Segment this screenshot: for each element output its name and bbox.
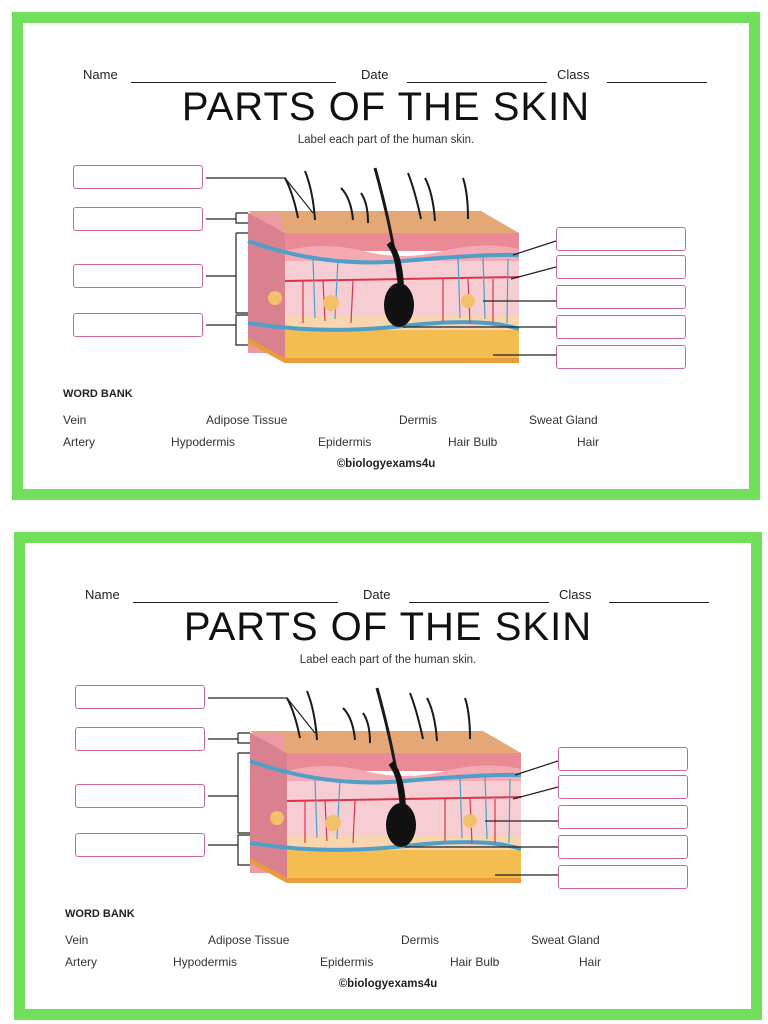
word-bank-item: Adipose Tissue [206,413,288,427]
label-box-left-3[interactable] [73,264,203,288]
label-box-left-4[interactable] [73,313,203,337]
word-bank-item: Hypodermis [173,955,238,969]
class-label: Class [559,587,592,602]
word-bank-item: Artery [63,435,96,449]
surface-hairs [286,690,471,744]
sweat-gland-right [461,294,475,308]
copyright: ©biologyexams4u [338,978,438,990]
worksheet-title: PARTS OF THE SKIN [181,85,591,129]
fat-layer [287,850,521,878]
label-leader-lines [206,177,557,356]
date-line[interactable] [409,602,549,603]
skin-diagram [206,167,557,363]
label-box-left-3[interactable] [75,784,205,808]
label-box-left-2[interactable] [73,207,203,231]
worksheet-card-bottom: Name Date Class PARTS OF THE SKIN Label … [14,532,762,1020]
worksheet-card-top: Name Date Class PARTS OF THE SKIN Label … [12,12,760,500]
vein-band-top [249,759,522,785]
worksheet-title: PARTS OF THE SKIN [183,605,593,649]
class-label: Class [557,67,590,82]
skin-diagram [208,687,559,883]
epidermis-layer [287,753,521,771]
name-line[interactable] [131,82,336,83]
skin-surface [248,211,519,233]
copyright: ©biologyexams4u [336,458,436,470]
word-bank-item: Hair Bulb [448,435,498,449]
name-label: Name [83,67,118,82]
word-bank-item: Sweat Gland [531,933,600,947]
label-box-left-1[interactable] [73,165,203,189]
label-box-right-1[interactable] [558,747,688,771]
label-box-right-4[interactable] [556,315,686,339]
sweat-gland-middle [325,815,341,831]
name-line[interactable] [133,602,338,603]
word-bank-item: Hypodermis [171,435,236,449]
word-bank-item: Vein [63,413,87,427]
label-box-right-3[interactable] [556,285,686,309]
date-line[interactable] [407,82,547,83]
word-bank-item: Artery [65,955,98,969]
word-bank-item: Hair Bulb [450,955,500,969]
class-line[interactable] [609,602,709,603]
word-bank-item: Hair [579,955,602,969]
skin-surface [250,731,521,753]
label-box-right-3[interactable] [558,805,688,829]
label-box-right-2[interactable] [558,775,688,799]
sweat-gland-left [268,291,282,305]
worksheet-instruction: Label each part of the human skin. [299,654,477,666]
word-bank-item: Vein [65,933,89,947]
header-fields: Name Date Class [73,587,713,607]
epidermis-layer [285,233,519,251]
hair-bulb [384,283,414,327]
word-bank-item: Hair [577,435,600,449]
label-box-right-4[interactable] [558,835,688,859]
date-label: Date [363,587,391,602]
sweat-gland-middle [323,295,339,311]
sweat-gland-left [270,811,284,825]
word-bank-item: Dermis [399,413,437,427]
vein-band-top [247,239,520,265]
label-leader-lines [208,697,559,876]
label-box-left-1[interactable] [75,685,205,709]
word-bank-item: Sweat Gland [529,413,598,427]
label-box-left-4[interactable] [75,833,205,857]
header-fields: Name Date Class [71,67,711,87]
word-bank-item: Epidermis [320,955,374,969]
word-bank-item: Epidermis [318,435,372,449]
word-bank-title: WORD BANK [63,388,133,400]
sweat-gland-right [463,814,477,828]
word-bank-item: Adipose Tissue [208,933,290,947]
word-bank-item: Dermis [401,933,439,947]
hair-bulb [386,803,416,847]
label-box-right-2[interactable] [556,255,686,279]
class-line[interactable] [607,82,707,83]
label-box-right-5[interactable] [558,865,688,889]
worksheet-instruction: Label each part of the human skin. [297,134,475,146]
skin-illustration [249,687,522,883]
word-bank-title: WORD BANK [65,908,135,920]
skin-illustration [247,167,520,363]
label-box-right-1[interactable] [556,227,686,251]
name-label: Name [85,587,120,602]
fat-layer [285,330,519,358]
label-box-left-2[interactable] [75,727,205,751]
surface-hairs [284,170,469,224]
date-label: Date [361,67,389,82]
label-box-right-5[interactable] [556,345,686,369]
